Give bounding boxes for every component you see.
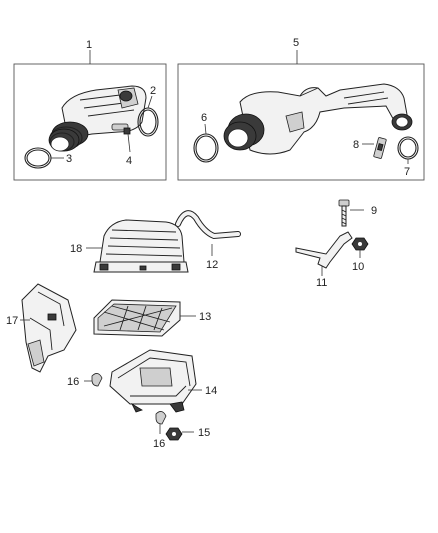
callout-15: 15 <box>198 427 210 439</box>
callout-12: 12 <box>206 259 218 271</box>
callout-14: 14 <box>205 385 217 397</box>
callout-3: 3 <box>66 153 72 165</box>
inlet-duct <box>61 85 147 136</box>
callout-8: 8 <box>353 139 359 151</box>
clip-8 <box>373 137 387 159</box>
bracket-11 <box>295 231 353 269</box>
callout-11: 11 <box>316 277 327 289</box>
leader-line-2 <box>147 95 153 109</box>
bolt-9 <box>338 199 350 227</box>
callout-2: 2 <box>150 85 156 97</box>
sensor-4 <box>111 123 131 135</box>
leader-line-6 <box>204 123 207 135</box>
tube-12 <box>175 210 241 240</box>
corrugated-hose <box>48 121 89 152</box>
hose-clamp-6 <box>193 133 219 163</box>
callout-16b: 16 <box>153 438 165 450</box>
callout-1: 1 <box>86 39 92 51</box>
hose-clamp-3 <box>24 147 52 169</box>
callout-7: 7 <box>404 166 410 178</box>
nut-15 <box>165 427 183 441</box>
callout-5: 5 <box>293 37 299 49</box>
air-filter-13 <box>93 299 181 337</box>
resonator-duct <box>239 83 413 155</box>
resonator-hose <box>223 113 265 151</box>
callout-9: 9 <box>371 205 377 217</box>
callout-6: 6 <box>201 112 207 124</box>
hose-clamp-7 <box>397 136 419 160</box>
grommet-16b <box>155 411 167 425</box>
air-cleaner-cover-18 <box>93 219 189 273</box>
callout-18: 18 <box>70 243 82 255</box>
callout-17: 17 <box>6 315 18 327</box>
callout-10: 10 <box>352 261 364 273</box>
grommet-16a <box>91 373 103 387</box>
duct-17 <box>21 283 77 373</box>
callout-16a: 16 <box>67 376 79 388</box>
lower-housing-14 <box>109 349 197 413</box>
callout-4: 4 <box>126 155 132 167</box>
callout-13: 13 <box>199 311 211 323</box>
nut-10 <box>351 237 369 251</box>
leader-line-4 <box>127 133 131 153</box>
group-box-5 <box>177 63 425 181</box>
